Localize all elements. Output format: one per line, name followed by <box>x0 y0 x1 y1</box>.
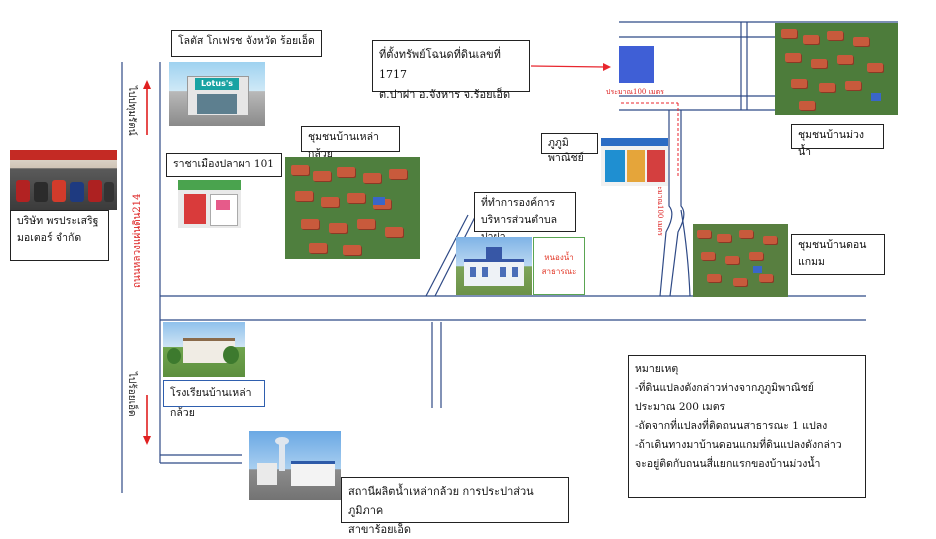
community-donkaem-label: ชุมชนบ้านดอน แกมม <box>791 234 885 275</box>
highway-label: ถนนหลวงแผ่นดิน214 <box>132 193 143 288</box>
phumiphanit-label: ภูภูมิพาณิชย์ <box>541 133 598 164</box>
phumiphanit-shop-photo <box>601 138 668 186</box>
rachmuang-shop-photo <box>178 180 241 228</box>
company-label: บริษัท พรประเสริฐ มอเตอร์ จำกัด <box>10 210 109 261</box>
school-photo <box>163 322 245 377</box>
motorcycle-shop-photo <box>10 150 117 210</box>
community-laokluay-label: ชุมชนบ้านเหล่ากล้วย <box>301 126 400 160</box>
lotus-label: โลตัส โกเฟรช จังหวัด ร้อยเอ็ด <box>171 30 322 57</box>
notes-box: หมายเหตุ -ที่ดินแปลงดังกล่าวห่างจากภูภูม… <box>628 355 866 498</box>
public-pond-label: หนองน้ำ สาธารณะ <box>541 253 577 276</box>
lotus-sign: Lotus's <box>195 78 239 90</box>
property-label: ที่ตั้งทรัพย์โฉนดที่ดินเลขที่ 1717 ต.ปาฝ… <box>372 40 530 101</box>
to-pathumrat-label: ไปปทุมรัตน์ <box>126 86 137 136</box>
tao-office-photo <box>456 237 532 295</box>
rachmuang-label: ราชาเมืองปลาผา 101 <box>166 153 282 177</box>
waterworks-photo <box>249 431 341 500</box>
community-donkaem-aerial <box>693 224 788 297</box>
property-parcel[interactable] <box>619 46 654 83</box>
school-label: โรงเรียนบ้านเหล่ากล้วย <box>163 380 265 419</box>
distance-100-vertical: ประมาณ100 เมตร <box>656 178 664 236</box>
to-roiet-label: ไปร้อยเอ็ด <box>126 372 137 417</box>
waterworks-label: สถานีผลิตน้ำเหล่ากล้วย การประปาส่วนภูมิภ… <box>341 477 569 536</box>
road-map <box>121 21 898 493</box>
public-pond <box>533 237 585 295</box>
lotus-store-photo: Lotus's <box>169 62 265 126</box>
community-muangnam-label: ชุมชนบ้านม่วงน้ำ <box>791 124 884 158</box>
tao-office-label: ที่ทำการองค์การ บริหารส่วนตำบลปาฝา <box>474 192 576 243</box>
distance-100-horizontal: ประมาณ100 เมตร <box>606 88 664 96</box>
community-laokluay-aerial <box>285 157 420 259</box>
community-muangnam-aerial <box>775 23 898 115</box>
